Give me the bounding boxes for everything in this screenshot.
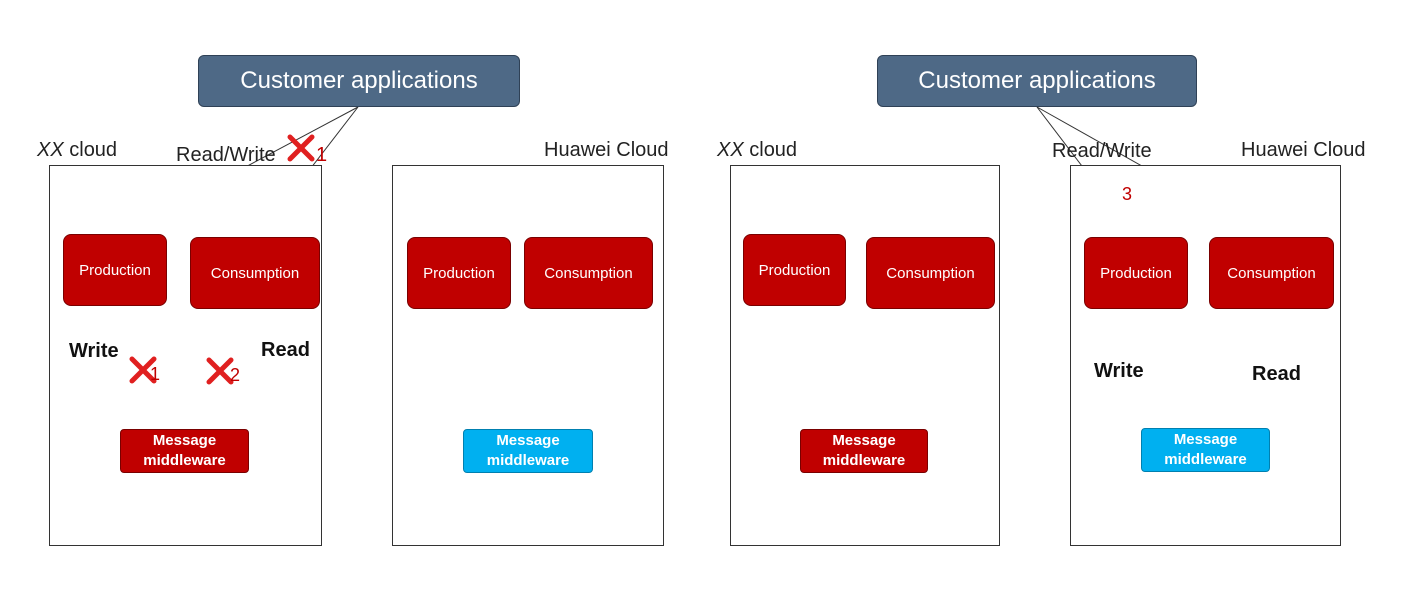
message-middleware-xx-2: Message middleware — [800, 429, 928, 473]
production-label: Production — [1100, 264, 1172, 282]
production-label: Production — [423, 264, 495, 282]
message-middleware-xx-1: Message middleware — [120, 429, 249, 473]
consumption-label: Consumption — [886, 264, 975, 282]
read-label-2: Read — [1252, 363, 1301, 385]
write-marker-1: 1 — [150, 364, 161, 384]
huawei-cloud-container-1 — [392, 165, 664, 546]
consumption-box-huawei-1: Consumption — [524, 237, 653, 309]
red-x-icon — [129, 356, 157, 384]
read-write-label-1: Read/Write — [176, 144, 276, 166]
production-label: Production — [79, 261, 151, 279]
middleware-line1: Message — [1173, 431, 1238, 448]
middleware-line2: middleware — [486, 452, 570, 469]
xx-cloud-container-2 — [730, 165, 1000, 546]
xx-cloud-label-1: XX cloud — [37, 138, 117, 162]
xx-cloud-label-rest: cloud — [63, 139, 118, 161]
customer-applications-label: Customer applications — [240, 67, 478, 94]
middleware-line2: middleware — [143, 452, 226, 469]
xx-cloud-container-1 — [49, 165, 322, 546]
production-label: Production — [758, 261, 831, 279]
write-label-1: Write — [69, 340, 119, 362]
middleware-line2: middleware — [1164, 451, 1247, 468]
message-middleware-huawei-1: Message middleware — [463, 429, 593, 473]
production-box-xx-2: Production — [743, 234, 846, 306]
consumption-label: Consumption — [544, 264, 633, 282]
consumption-label: Consumption — [210, 264, 300, 282]
read-write-marker-1: 1 — [316, 144, 328, 166]
middleware-line1: Message — [832, 432, 896, 449]
production-box-huawei-1: Production — [407, 237, 511, 309]
middleware-line2: middleware — [822, 452, 906, 469]
customer-applications-box-2: Customer applications — [877, 55, 1197, 107]
message-middleware-huawei-2: Message middleware — [1141, 428, 1270, 472]
consumption-label: Consumption — [1227, 264, 1316, 282]
xx-cloud-label-2: XX cloud — [717, 138, 797, 162]
huawei-cloud-container-2 — [1070, 165, 1341, 546]
production-box-huawei-2: Production — [1084, 237, 1188, 309]
consumption-box-xx-2: Consumption — [866, 237, 995, 309]
huawei-cloud-label-1: Huawei Cloud — [544, 139, 669, 161]
middleware-line1: Message — [496, 432, 560, 449]
red-x-icon — [287, 134, 315, 162]
red-x-icon — [206, 357, 234, 385]
production-box-xx-1: Production — [63, 234, 167, 306]
read-write-marker-2: 3 — [1122, 184, 1133, 204]
write-label-2: Write — [1094, 360, 1144, 382]
huawei-cloud-label-2: Huawei Cloud — [1241, 139, 1366, 161]
customer-applications-box-1: Customer applications — [198, 55, 520, 107]
xx-cloud-label-italic: XX — [717, 139, 744, 161]
xx-cloud-label-rest: cloud — [743, 139, 798, 161]
middleware-line1: Message — [152, 432, 217, 449]
consumption-box-xx-1: Consumption — [190, 237, 320, 309]
consumption-box-huawei-2: Consumption — [1209, 237, 1334, 309]
read-write-label-2: Read/Write — [1052, 140, 1152, 162]
xx-cloud-label-italic: XX — [37, 139, 64, 161]
customer-applications-label: Customer applications — [918, 67, 1156, 94]
read-marker-1: 2 — [230, 365, 241, 385]
read-label-1: Read — [261, 339, 310, 361]
